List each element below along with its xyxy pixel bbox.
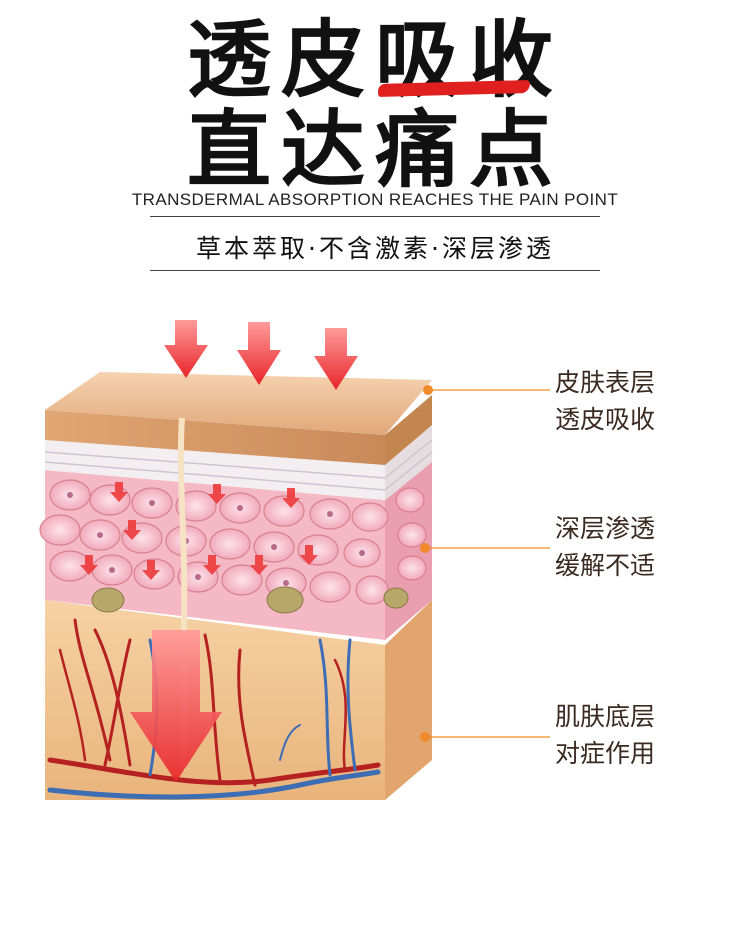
subcutaneous-layer xyxy=(45,600,432,800)
dermis-cell-layer xyxy=(39,462,432,640)
callout-subcutis: 肌肤底层 对症作用 xyxy=(555,698,725,772)
white-fiber-layer xyxy=(44,425,433,500)
title-line-2: 直达痛点 xyxy=(186,100,563,199)
english-subtitle: TRANSDERMAL ABSORPTION REACHES THE PAIN … xyxy=(131,190,619,209)
callout-leaders xyxy=(420,385,550,742)
skin-layers-diagram xyxy=(39,320,550,800)
title-line-1: 透皮吸收 xyxy=(186,10,563,109)
divider-top xyxy=(150,216,600,217)
callout-line: 皮肤表层 xyxy=(555,368,656,397)
callout-dermis: 深层渗透 缓解不适 xyxy=(555,510,725,584)
callout-line: 缓解不适 xyxy=(555,551,656,580)
blood-vessels xyxy=(47,618,381,800)
callout-epidermis: 皮肤表层 透皮吸收 xyxy=(555,364,725,438)
callout-line: 肌肤底层 xyxy=(555,702,656,731)
callout-line: 透皮吸收 xyxy=(555,405,656,434)
down-arrow-icon xyxy=(164,320,358,390)
down-arrow-icon xyxy=(80,482,318,580)
chinese-subtitle: 草本萃取·不含激素·深层渗透 xyxy=(196,234,554,263)
divider-bottom xyxy=(150,270,600,271)
callout-line: 深层渗透 xyxy=(555,514,656,543)
callout-line: 对症作用 xyxy=(555,739,656,768)
down-arrow-icon xyxy=(130,630,222,782)
